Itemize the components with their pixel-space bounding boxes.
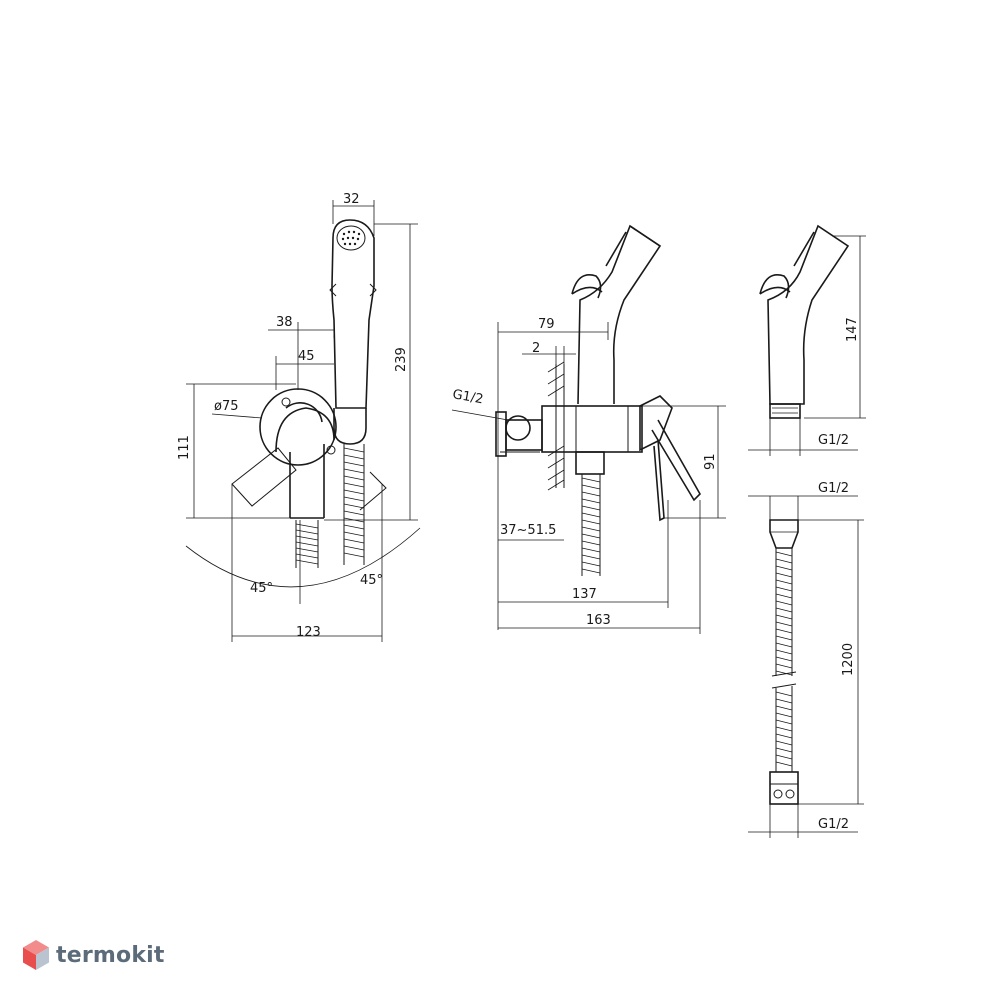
dim-embed-range: 37~51.5 <box>500 523 556 538</box>
lever-ghost <box>651 419 701 502</box>
ghost-outlet-right <box>359 471 387 511</box>
hexagon-cube-logo-icon <box>23 940 49 970</box>
dim-span: 123 <box>296 625 321 640</box>
front-view: 32 239 38 45 ø75 111 45° 45° 123 <box>177 192 421 642</box>
lever-body <box>639 395 673 452</box>
dim-total-height: 239 <box>394 347 409 372</box>
side-view: 79 2 G1/2 91 37~51.5 137 163 <box>451 224 726 634</box>
dim-angle-left: 45° <box>250 581 273 596</box>
brand-name: termokit <box>56 942 165 968</box>
front-hose-1 <box>295 520 319 568</box>
dim-hose-top-thread: G1/2 <box>818 481 849 496</box>
side-handset <box>571 224 662 405</box>
dim-outlet-offset: 45 <box>298 349 315 364</box>
dim-handset-thread: G1/2 <box>818 433 849 448</box>
dim-hose-bottom-thread: G1/2 <box>818 817 849 832</box>
handset-holder <box>333 408 367 445</box>
side-hose <box>581 474 601 576</box>
dim-height-111: 111 <box>177 435 192 460</box>
brand-logo: termokit <box>22 935 165 975</box>
dim-depth-79: 79 <box>538 317 555 332</box>
front-handset <box>329 219 377 409</box>
dim-angle-right: 45° <box>360 573 383 588</box>
dim-handset-length: 147 <box>845 317 860 342</box>
handset-detail <box>748 224 866 456</box>
ghost-outlet-left <box>231 447 297 507</box>
dim-plate-thickness: 2 <box>532 341 540 356</box>
dim-depth-137: 137 <box>572 587 597 602</box>
inlet-connector <box>495 411 543 457</box>
front-dims <box>185 200 421 642</box>
dim-depth-163: 163 <box>586 613 611 628</box>
front-hose-2 <box>343 444 365 565</box>
lever-handle <box>653 439 665 522</box>
wall-section <box>547 361 565 491</box>
dim-height-91: 91 <box>703 453 718 470</box>
dim-hose-length: 1200 <box>841 643 856 676</box>
dim-handset-offset: 38 <box>276 315 293 330</box>
dim-inlet-thread: G1/2 <box>451 387 484 407</box>
hose-detail <box>748 495 864 838</box>
dim-handset-width: 32 <box>343 192 360 207</box>
mixer-body <box>541 405 643 453</box>
side-dims <box>451 322 726 634</box>
dim-plate-diameter: ø75 <box>214 399 239 414</box>
